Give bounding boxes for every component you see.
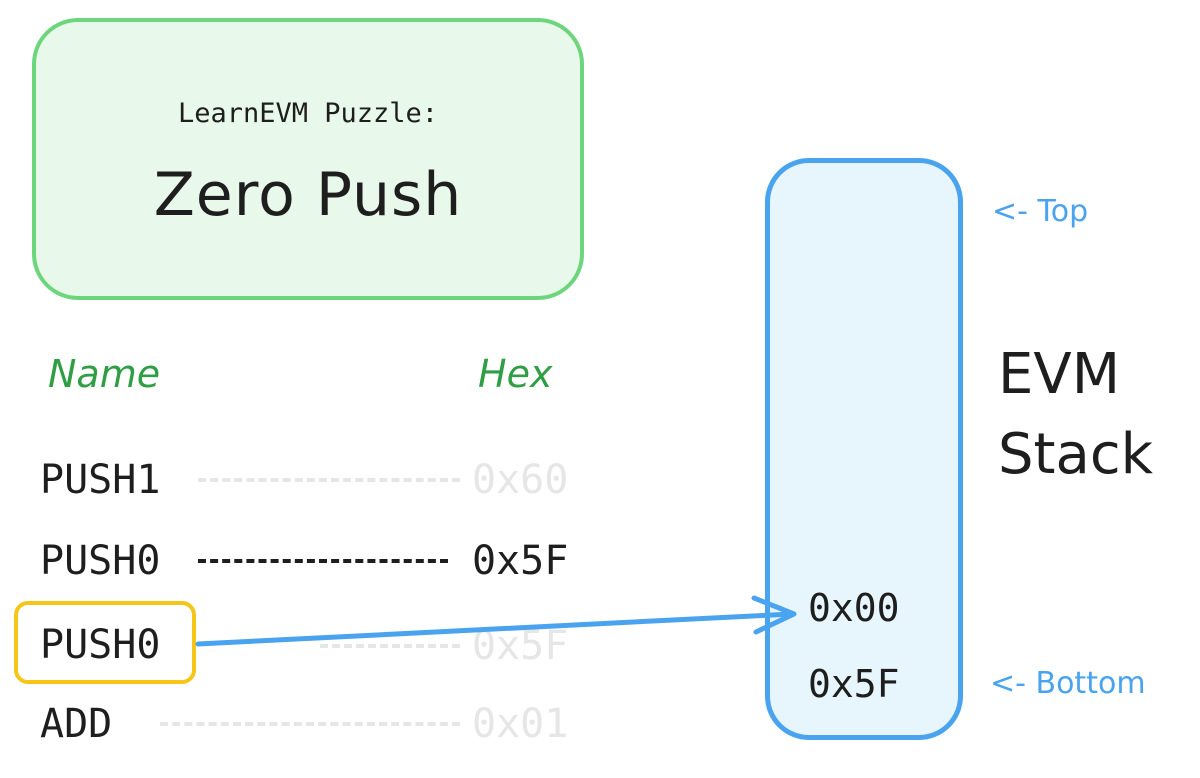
- column-header-name: Name: [48, 352, 161, 396]
- opcode-name-push0: PUSH0: [40, 538, 161, 584]
- opcode-hex-add: 0x01: [472, 701, 569, 747]
- puzzle-subtitle: LearnEVM Puzzle:: [177, 98, 439, 129]
- column-header-hex: Hex: [478, 352, 553, 396]
- row-connector: [320, 644, 460, 648]
- row-connector: [198, 559, 448, 563]
- row-connector: [198, 478, 460, 482]
- row-connector: [160, 722, 460, 726]
- opcode-hex-push1: 0x60: [472, 457, 569, 503]
- title-card: [32, 18, 584, 300]
- current-instruction-highlight: [14, 601, 196, 684]
- stack-top-label: <- Top: [992, 194, 1089, 229]
- evm-stack: [765, 158, 963, 740]
- stack-value-top: 0x00: [808, 586, 900, 630]
- opcode-name-push1: PUSH1: [40, 457, 161, 503]
- stack-title-line1: EVM: [998, 342, 1121, 407]
- opcode-name-add: ADD: [40, 701, 113, 747]
- puzzle-title: Zero Push: [153, 160, 463, 230]
- opcode-name-push0-current: PUSH0: [40, 622, 161, 668]
- stack-bottom-label: <- Bottom: [990, 666, 1146, 701]
- stack-title-line2: Stack: [998, 422, 1154, 487]
- opcode-hex-push0: 0x5F: [472, 538, 569, 584]
- stack-value-bottom: 0x5F: [808, 662, 900, 706]
